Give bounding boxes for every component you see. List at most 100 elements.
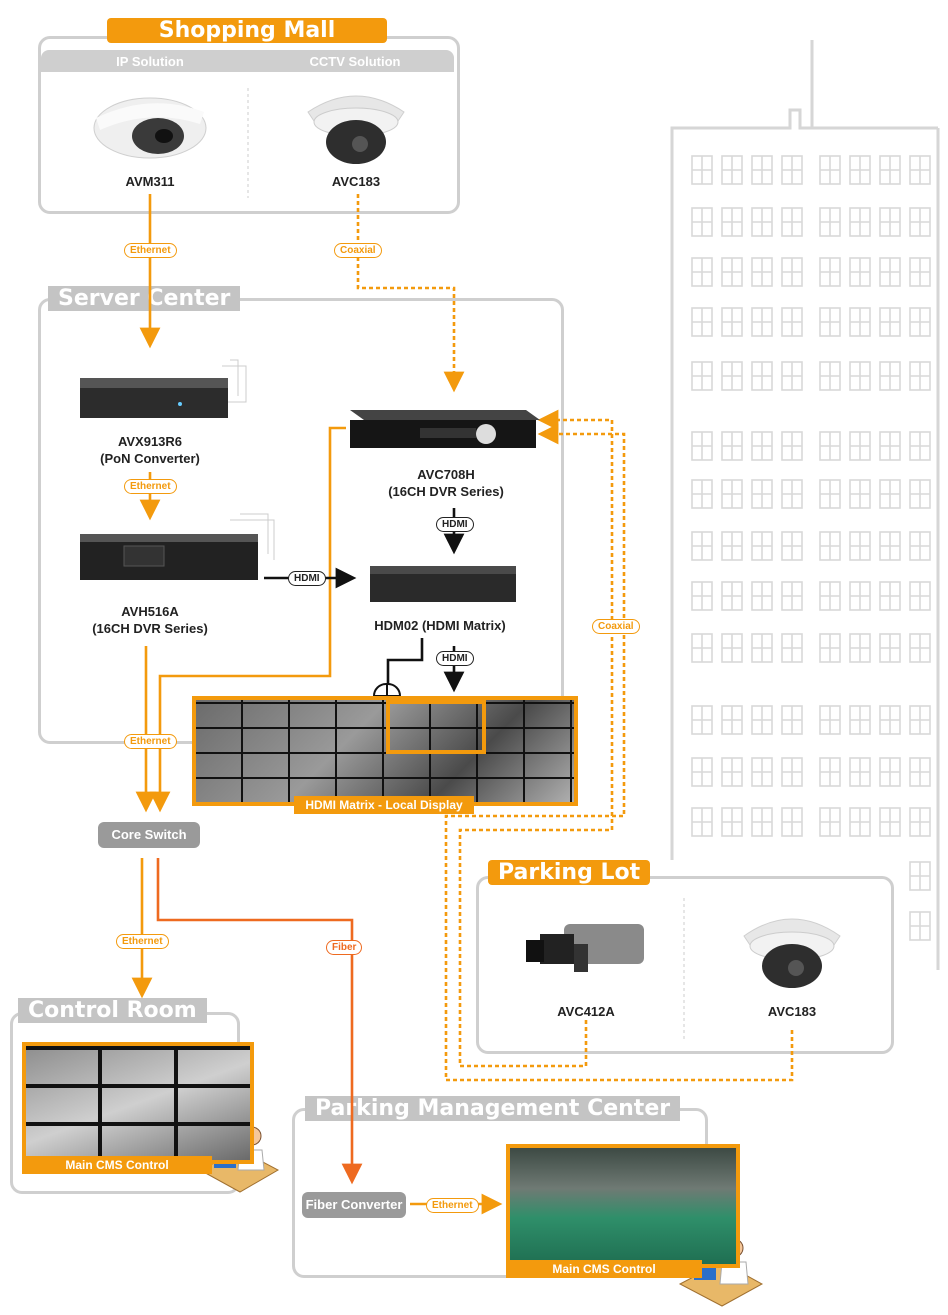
building-window-frame [820,758,840,786]
building-window-frame [692,156,712,184]
building-window-frame [722,208,742,236]
ethernet-label-3: Ethernet [124,734,177,749]
hdmi-label-3: HDMI [436,651,474,666]
building-window-frame [692,258,712,286]
building-window-frame [692,758,712,786]
building-window-frame [692,432,712,460]
avx913r6-device-icon [80,359,247,418]
avc412a-camera-icon [526,924,644,972]
building-window-frame [880,432,900,460]
building-window-frame [752,532,772,560]
building-window-frame [910,912,930,940]
building-window-frame [880,258,900,286]
building-window-frame [752,480,772,508]
building-window-frame [820,308,840,336]
avh516a-sublabel: (16CH DVR Series) [92,621,208,636]
building-window-frame [692,634,712,662]
building-window-frame [722,582,742,610]
building-window-frame [880,156,900,184]
building-window-frame [722,808,742,836]
avx913r6-sublabel: (PoN Converter) [100,451,200,466]
local-display-screen [192,696,578,806]
building-window-frame [782,362,802,390]
building-window-frame [880,706,900,734]
building-window-frame [850,582,870,610]
building-window-frame [880,532,900,560]
building-window-frame [820,480,840,508]
building-window-frame [752,362,772,390]
building-window-frame [782,582,802,610]
building-window-frame [820,258,840,286]
building-window-frame [910,706,930,734]
mall-header-bar [41,50,454,72]
building-window-frame [880,480,900,508]
avc183-mall-label: AVC183 [331,174,381,189]
avm311-label: AVM311 [125,174,175,189]
building-window-frame [752,432,772,460]
control-room-video-wall [26,1046,250,1160]
building-window-frame [782,258,802,286]
building-window-frame [752,634,772,662]
ethernet-label-4: Ethernet [116,934,169,949]
building-window-frame [850,758,870,786]
ethernet-label-5: Ethernet [426,1198,479,1213]
building-window-frame [782,432,802,460]
building-window-frame [880,808,900,836]
building-window-frame [820,808,840,836]
matrix-highlight [386,700,486,754]
building-window-frame [850,532,870,560]
building-window-frame [910,432,930,460]
local-display-grid [196,700,574,802]
building-window-frame [910,634,930,662]
fiber-converter: Fiber Converter [302,1192,406,1218]
building-window-frame [880,362,900,390]
avc708h-sublabel: (16CH DVR Series) [388,484,504,499]
building-window-frame [850,362,870,390]
hdm02-device-icon [370,566,516,602]
building-window-frame [850,808,870,836]
shopping-mall-title: Shopping Mall [107,18,387,43]
ip-solution-label: IP Solution [116,54,184,69]
ethernet-label-2: Ethernet [124,479,177,494]
building-window-frame [820,362,840,390]
parking-lot-zone [476,876,894,1054]
local-display-caption: HDMI Matrix - Local Display [294,796,474,814]
parking-lot-title: Parking Lot [488,860,651,885]
building-window-frame [850,706,870,734]
fiber-label: Fiber [326,940,363,955]
building-window-frame [820,432,840,460]
building-window-frame [850,480,870,508]
building-window-frame [910,532,930,560]
building-window-frame [752,258,772,286]
avh516a-device-icon [80,513,275,580]
core-switch: Core Switch [98,822,200,848]
building-window-frame [692,308,712,336]
building-window-frame [820,582,840,610]
building-window-frame [692,706,712,734]
building-window-frame [722,532,742,560]
avc183-mall-camera-icon [307,95,405,164]
coaxial-label-1: Coaxial [334,243,382,258]
building-window-frame [692,532,712,560]
building-window-frame [782,634,802,662]
parking-mgmt-screen [506,1144,740,1268]
avc708h-label: AVC708H [417,467,475,482]
hdmi-label-1: HDMI [436,517,474,532]
building-window-frame [752,758,772,786]
avm311-camera-icon [93,97,207,159]
building-window-frame [782,480,802,508]
building-window-frame [850,208,870,236]
building-window-frame [880,758,900,786]
building-window-frame [910,582,930,610]
building-window-frame [850,258,870,286]
control-room-title: Control Room [18,998,207,1023]
building-window-frame [692,208,712,236]
building-window-frame [820,634,840,662]
building-window-frame [722,258,742,286]
building-window-frame [752,308,772,336]
building-window-frame [752,208,772,236]
building-window-frame [880,208,900,236]
main-cms-caption-1: Main CMS Control [22,1156,212,1174]
